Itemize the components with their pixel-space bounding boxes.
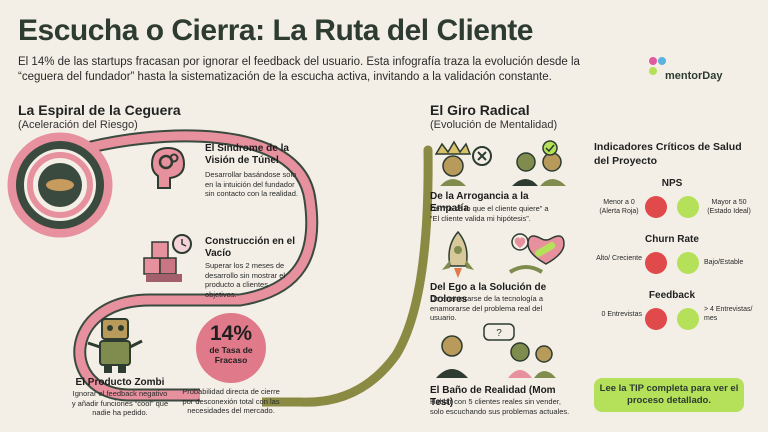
mentorday-logo: mentorDay — [648, 56, 758, 86]
nps-bad-label: Menor a 0 (Alerta Roja) — [599, 199, 639, 215]
item-tunnel-desc: Desarrollar basándose solo en la intuici… — [205, 170, 298, 198]
zombie-robot-icon — [87, 318, 143, 373]
item-momtest-title: El Baño de Realidad (Mom Test) — [430, 385, 556, 408]
item-pain-title: Del Ego a la Solución de Dolores — [430, 282, 547, 305]
item-empathy-desc: De “Yo sé lo que el cliente quiere” a “E… — [430, 204, 549, 223]
left-section-subtitle: (Aceleración del Riesgo) — [18, 119, 138, 131]
empathy-people-icon — [512, 140, 566, 186]
churn-red-indicator — [645, 252, 667, 274]
failure-rate-label: de Tasa de Fracaso — [209, 345, 253, 365]
churn-bad-label: Alto/ Creciente — [596, 255, 642, 262]
indicators-title: Indicadores Críticos de Salud del Proyec… — [594, 141, 742, 167]
middle-section-subtitle: (Evolución de Mentalidad) — [430, 119, 558, 131]
page-title: Escucha o Cierra: La Ruta del Cliente — [18, 14, 533, 47]
failure-rate-caption: Probabilidad directa de cierre por desco… — [182, 387, 280, 415]
item-zombie-title: El Producto Zombi — [75, 377, 165, 388]
churn-heading: Churn Rate — [645, 234, 699, 245]
feedback-heading: Feedback — [648, 290, 696, 301]
failure-rate-value: 14% — [209, 322, 253, 345]
heart-bandage-icon — [508, 233, 565, 274]
rocket-icon — [442, 230, 474, 278]
item-tunnel-title: El Síndrome de la Visión de Túnel — [205, 143, 289, 166]
churn-green-indicator — [677, 252, 699, 274]
feedback-green-indicator — [677, 308, 699, 330]
item-momtest-desc: Hablar con 5 clientes reales sin vender,… — [430, 397, 570, 416]
intro-text: El 14% de las startups fracasan por igno… — [18, 56, 580, 83]
logo-bulbs-icon — [649, 57, 666, 75]
item-vacuum-title: Construcción en el Vacío — [205, 236, 296, 259]
nps-red-indicator — [645, 196, 667, 218]
left-section-title: La Espiral de la Ceguera — [18, 102, 181, 118]
svg-text:?: ? — [496, 328, 502, 339]
nps-heading: NPS — [661, 178, 683, 189]
item-empathy-title: De la Arrogancia a la Empatía — [430, 191, 529, 214]
nps-green-indicator — [677, 196, 699, 218]
middle-section-title: El Giro Radical — [430, 102, 530, 118]
item-pain-desc: De enamorarse de la tecnología a enamora… — [430, 294, 543, 322]
read-tip-button[interactable]: Lee la TIP completa para ver el proceso … — [594, 378, 744, 412]
head-gears-icon — [150, 146, 186, 189]
item-vacuum-desc: Superar los 2 meses de desarrollo sin mo… — [205, 261, 286, 299]
failure-rate-badge: 14% de Tasa de Fracaso — [196, 313, 266, 383]
feedback-bad-label: 0 Entrevistas — [601, 311, 642, 318]
feedback-red-indicator — [645, 308, 667, 330]
conversation-icon: ? — [436, 323, 556, 378]
nps-good-label: Mayor a 50 (Estado Ideal) — [707, 199, 751, 215]
blocks-clock-icon — [143, 234, 192, 282]
crown-arrogance-icon — [434, 140, 492, 186]
churn-good-label: Bajo/Estable — [704, 259, 744, 266]
feedback-good-label: > 4 Entrevistas/ mes — [704, 306, 753, 322]
item-zombie-desc: Ignorar el feedback negativo y añadir fu… — [71, 389, 169, 417]
